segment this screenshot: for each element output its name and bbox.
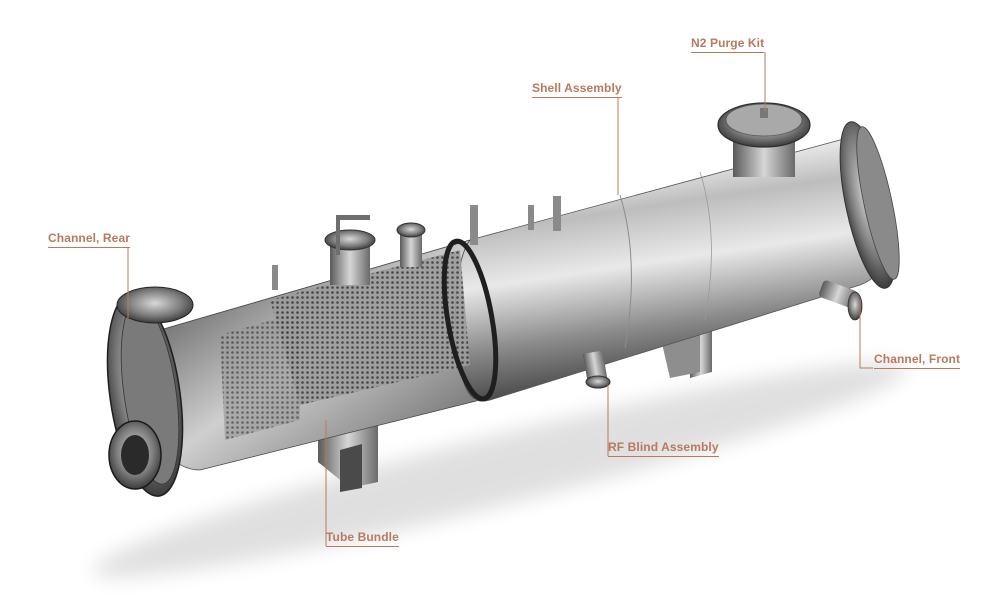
front-channel [839, 121, 900, 289]
callout-rf-blind-assembly: RF Blind Assembly [608, 440, 719, 457]
rf-blind-nozzle [582, 350, 611, 389]
callout-tube-bundle: Tube Bundle [326, 530, 399, 547]
top-nozzles [272, 196, 561, 290]
ground-shadow [92, 362, 908, 578]
front-nozzle [819, 280, 863, 321]
callout-n2-purge-kit: N2 Purge Kit [691, 36, 765, 53]
tube-bundle-face [270, 250, 470, 405]
callout-channel-rear: Channel, Rear [48, 231, 130, 248]
n2-purge-nozzle [717, 102, 811, 177]
rear-nozzle [108, 420, 162, 490]
callout-shell-assembly: Shell Assembly [532, 81, 622, 98]
leader-lines [127, 52, 873, 546]
shell-cut-ring [441, 238, 499, 402]
callout-channel-front: Channel, Front [874, 352, 961, 369]
